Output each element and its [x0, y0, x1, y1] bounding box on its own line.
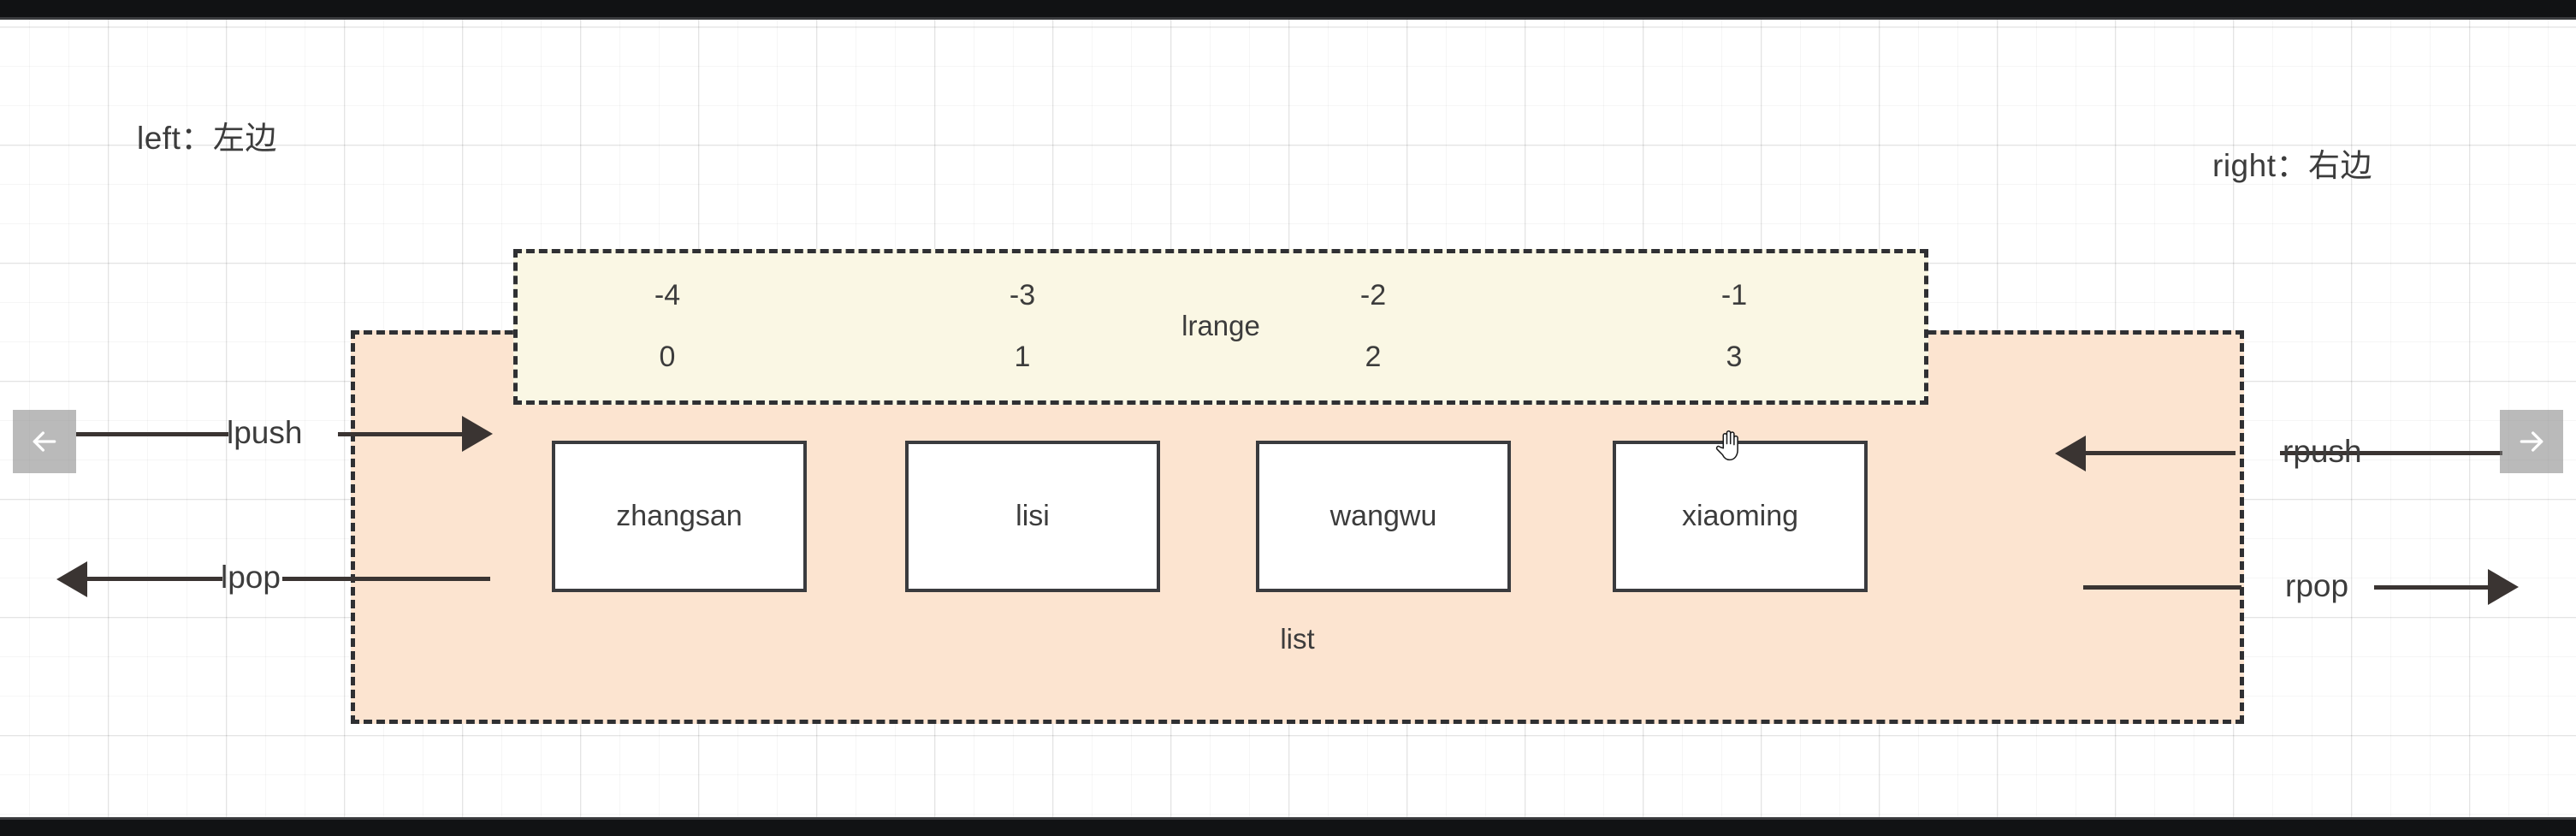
rpop-arrowhead-icon	[2488, 569, 2519, 605]
lrange-negative-index: -2	[1359, 279, 1387, 311]
next-slide-button[interactable]	[2500, 410, 2563, 473]
lrange-negative-index: -3	[1009, 279, 1036, 311]
lrange-negative-index: -1	[1720, 279, 1748, 311]
list-item-label: xiaoming	[1681, 500, 1799, 532]
bottom-chrome-bar	[0, 820, 2576, 836]
list-item-label: lisi	[1016, 500, 1050, 532]
lpush-arrowhead-icon	[462, 416, 493, 452]
list-item[interactable]: wangwu	[1256, 441, 1511, 592]
lrange-positive-index: 0	[659, 341, 676, 373]
lpop-line-inner	[282, 577, 490, 581]
lrange-index-column: -3 1	[933, 253, 1112, 400]
arrow-right-icon	[2514, 424, 2549, 459]
top-chrome-divider	[0, 17, 2576, 20]
arrow-left-icon	[27, 424, 62, 459]
rpush-label: rpush	[2283, 434, 2362, 469]
rpush-arrowhead-icon	[2055, 436, 2086, 471]
list-item-label: zhangsan	[616, 500, 743, 532]
left-side-caption: left：左边	[137, 121, 277, 156]
top-chrome-bar	[0, 0, 2576, 17]
lpush-line-outer	[76, 432, 228, 436]
prev-slide-button[interactable]	[13, 410, 76, 473]
list-item[interactable]: zhangsan	[552, 441, 807, 592]
lpop-line-outer	[86, 577, 222, 581]
rpush-line-outer	[2280, 451, 2502, 455]
diagram-canvas: left：左边 right：右边 lpush lpop rpush rpop z…	[0, 20, 2576, 817]
lrange-index-column: -4 0	[577, 253, 757, 400]
rpop-line-outer	[2374, 585, 2490, 590]
lpop-label: lpop	[221, 560, 281, 595]
right-side-caption: right：右边	[2212, 148, 2372, 183]
lpop-arrowhead-icon	[56, 561, 87, 597]
lrange-positive-index: 3	[1726, 341, 1743, 373]
lrange-positive-index: 1	[1014, 341, 1031, 373]
rpop-line-inner	[2083, 585, 2241, 590]
rpush-line-inner	[2085, 451, 2235, 455]
list-container: zhangsan lisi wangwu xiaoming list	[351, 330, 2244, 724]
mouse-cursor-hand-icon	[1714, 428, 1744, 468]
bottom-chrome-divider	[0, 817, 2576, 820]
list-item[interactable]: lisi	[905, 441, 1160, 592]
lrange-index-column: -2 2	[1283, 253, 1463, 400]
rpop-label: rpop	[2285, 568, 2349, 603]
lrange-container-label: lrange	[1181, 310, 1260, 341]
lrange-index-column: -1 3	[1644, 253, 1824, 400]
list-item-label: wangwu	[1329, 500, 1437, 532]
list-item[interactable]: xiaoming	[1613, 441, 1868, 592]
lpush-line-inner	[338, 432, 464, 436]
lrange-container: -4 0 -3 1 -2 2 -1 3 lrange	[513, 249, 1928, 405]
lrange-positive-index: 2	[1365, 341, 1382, 373]
list-container-label: list	[1280, 623, 1315, 655]
lrange-negative-index: -4	[654, 279, 681, 311]
lpush-label: lpush	[227, 415, 303, 450]
